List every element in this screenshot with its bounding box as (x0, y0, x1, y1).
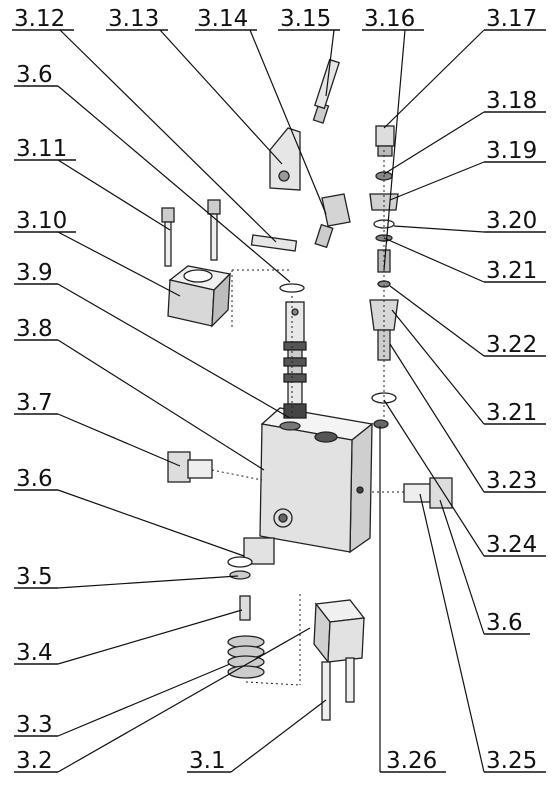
assembly-lines (211, 150, 404, 686)
right-elbow-fitting (403, 477, 453, 509)
label-3-4: 3.4 (16, 640, 53, 666)
label-3-15: 3.15 (280, 6, 331, 32)
label-3-7: 3.7 (16, 390, 53, 416)
spring-assembly (227, 595, 265, 679)
label-3-18: 3.18 (486, 88, 537, 114)
label-3-12: 3.12 (14, 6, 65, 32)
label-3-21-a: 3.21 (486, 258, 537, 284)
lower-fitting (227, 537, 275, 580)
left-elbow-fitting (167, 451, 213, 483)
label-3-3: 3.3 (16, 712, 53, 738)
label-3-14: 3.14 (197, 6, 248, 32)
label-3-20: 3.20 (486, 208, 537, 234)
lever-rod (312, 58, 351, 249)
label-3-23: 3.23 (486, 468, 537, 494)
leader-lines (57, 29, 485, 773)
cylinder-screws (161, 199, 221, 267)
label-3-19: 3.19 (486, 138, 537, 164)
label-3-11: 3.11 (16, 136, 67, 162)
label-3-6-mid: 3.6 (16, 466, 53, 492)
label-3-1: 3.1 (189, 748, 226, 774)
label-3-17: 3.17 (486, 6, 537, 32)
bracket (250, 127, 301, 252)
label-3-21-b: 3.21 (486, 400, 537, 426)
label-3-2: 3.2 (16, 748, 53, 774)
spool (279, 283, 307, 419)
label-3-26: 3.26 (386, 748, 437, 774)
label-3-6-bot: 3.6 (486, 610, 523, 636)
mounting-clamp (313, 599, 366, 721)
label-3-8: 3.8 (16, 316, 53, 342)
label-3-24: 3.24 (486, 532, 537, 558)
label-3-22: 3.22 (486, 332, 537, 358)
label-3-10: 3.10 (16, 208, 67, 234)
cylinder-cap (167, 265, 232, 328)
label-3-9: 3.9 (16, 260, 53, 286)
part-labels: 3.12 3.13 3.14 3.15 3.16 3.17 3.6 3.11 3… (12, 6, 546, 774)
valve-block (259, 407, 374, 554)
label-3-6-top: 3.6 (16, 62, 53, 88)
label-3-5: 3.5 (16, 564, 53, 590)
label-3-13: 3.13 (108, 6, 159, 32)
label-3-16: 3.16 (364, 6, 415, 32)
label-3-25: 3.25 (486, 748, 537, 774)
